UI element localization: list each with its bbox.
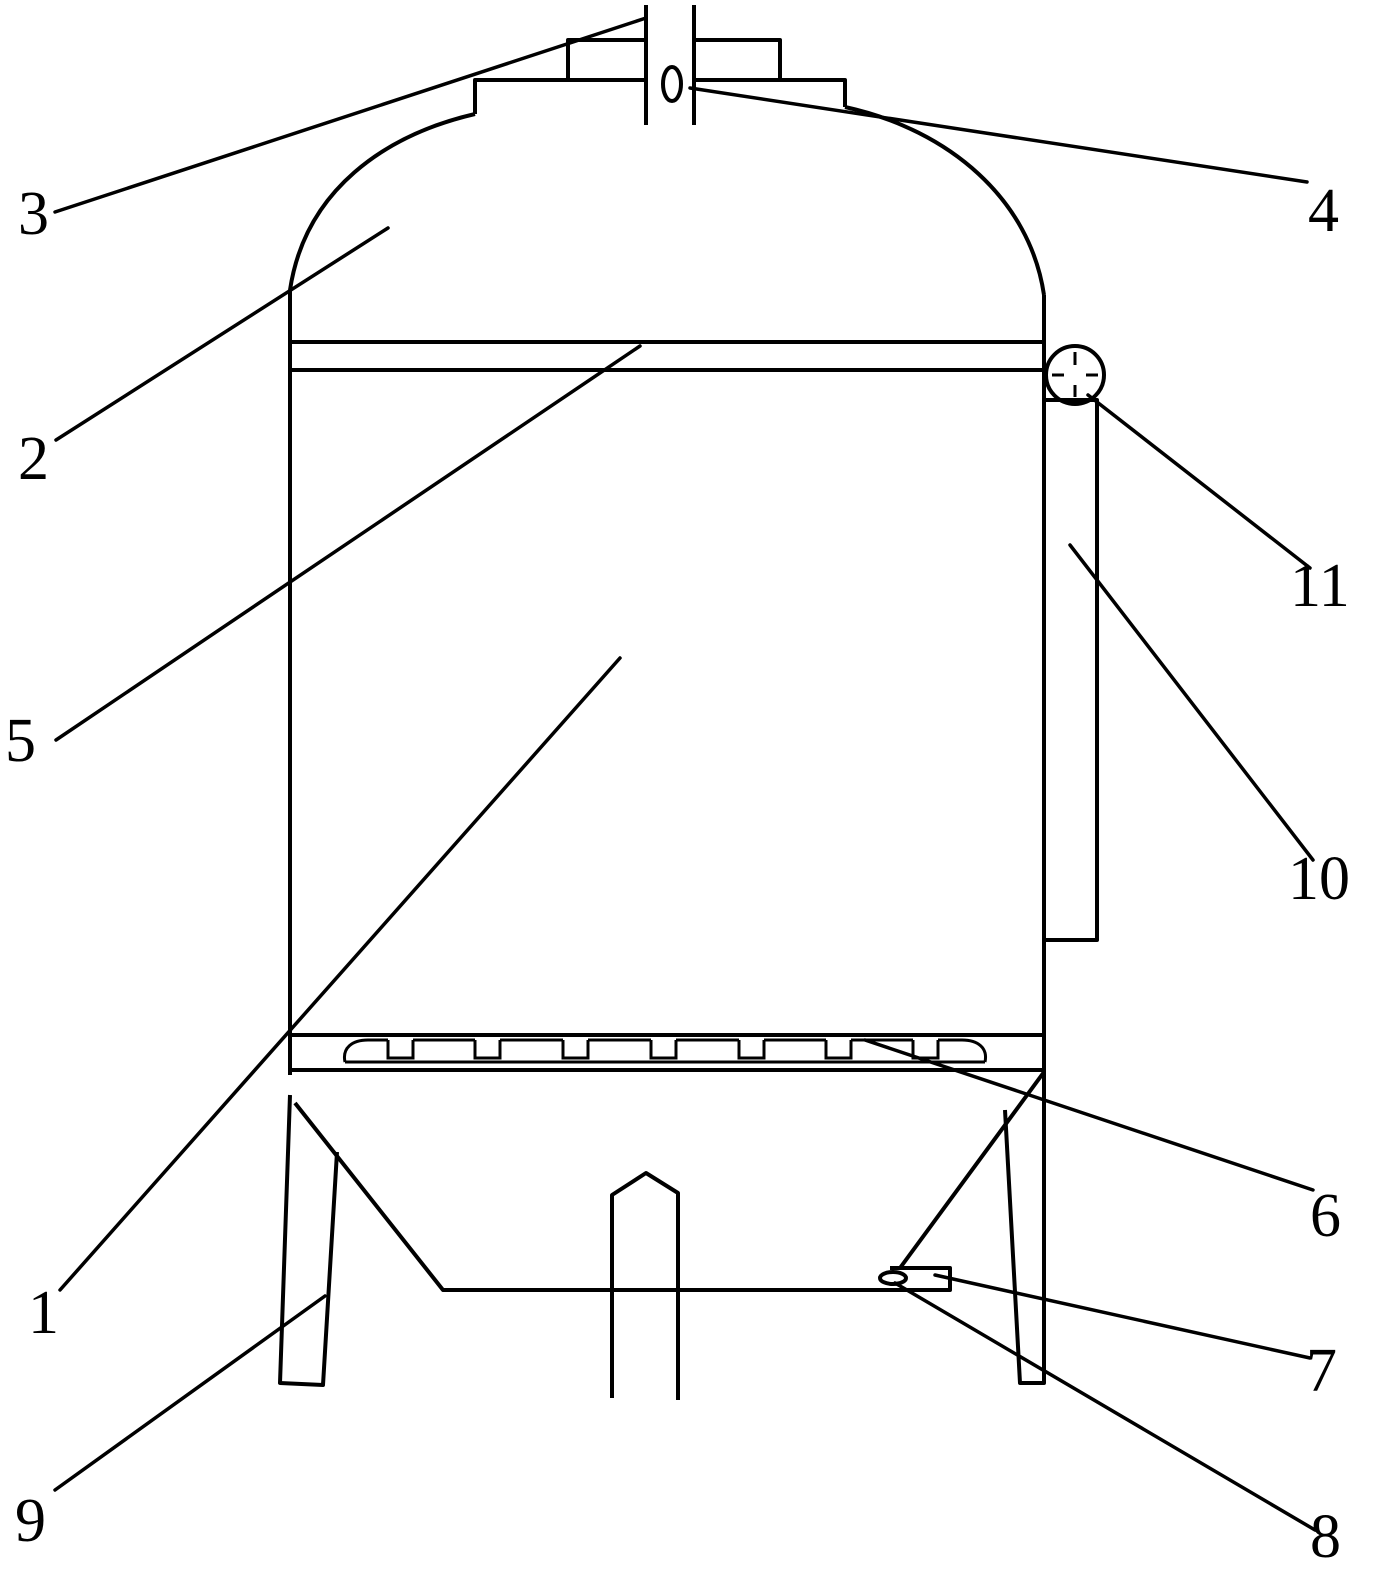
cone-right-wall <box>898 1070 1046 1270</box>
top-band <box>290 340 1044 372</box>
cone-bottom <box>293 1101 882 1292</box>
gauge <box>1044 344 1106 406</box>
leader-5 <box>54 344 642 742</box>
label-2: 2 <box>18 425 49 493</box>
label-8: 8 <box>1310 1503 1341 1571</box>
filter-plate <box>290 1033 1044 1072</box>
label-4: 4 <box>1308 177 1339 245</box>
center-outlet <box>610 1171 680 1400</box>
top-pipe <box>644 5 696 125</box>
pipe-valve <box>661 65 683 103</box>
side-tube <box>1042 398 1099 942</box>
label-7: 7 <box>1306 1337 1337 1405</box>
drain-outlet <box>878 1266 952 1292</box>
tank-shell <box>288 290 1046 1075</box>
label-5: 5 <box>5 707 36 775</box>
leader-7 <box>933 1273 1312 1360</box>
leader-3 <box>53 16 648 214</box>
label-3: 3 <box>18 180 49 248</box>
leader-2 <box>54 226 390 442</box>
leader-6 <box>863 1038 1315 1192</box>
leader-4 <box>688 86 1309 184</box>
leader-lines <box>53 16 1317 1532</box>
label-6: 6 <box>1310 1182 1341 1250</box>
leader-10 <box>1068 543 1315 862</box>
label-11: 11 <box>1290 552 1350 620</box>
support-legs <box>278 1075 1046 1387</box>
label-1: 1 <box>28 1279 59 1347</box>
label-10: 10 <box>1288 845 1350 913</box>
leader-9 <box>53 1294 327 1492</box>
cover-flange <box>473 38 847 114</box>
dome-head <box>288 105 1046 296</box>
leader-8 <box>893 1281 1317 1532</box>
leader-1 <box>58 656 622 1292</box>
label-9: 9 <box>15 1487 46 1555</box>
leader-11 <box>1086 393 1312 570</box>
